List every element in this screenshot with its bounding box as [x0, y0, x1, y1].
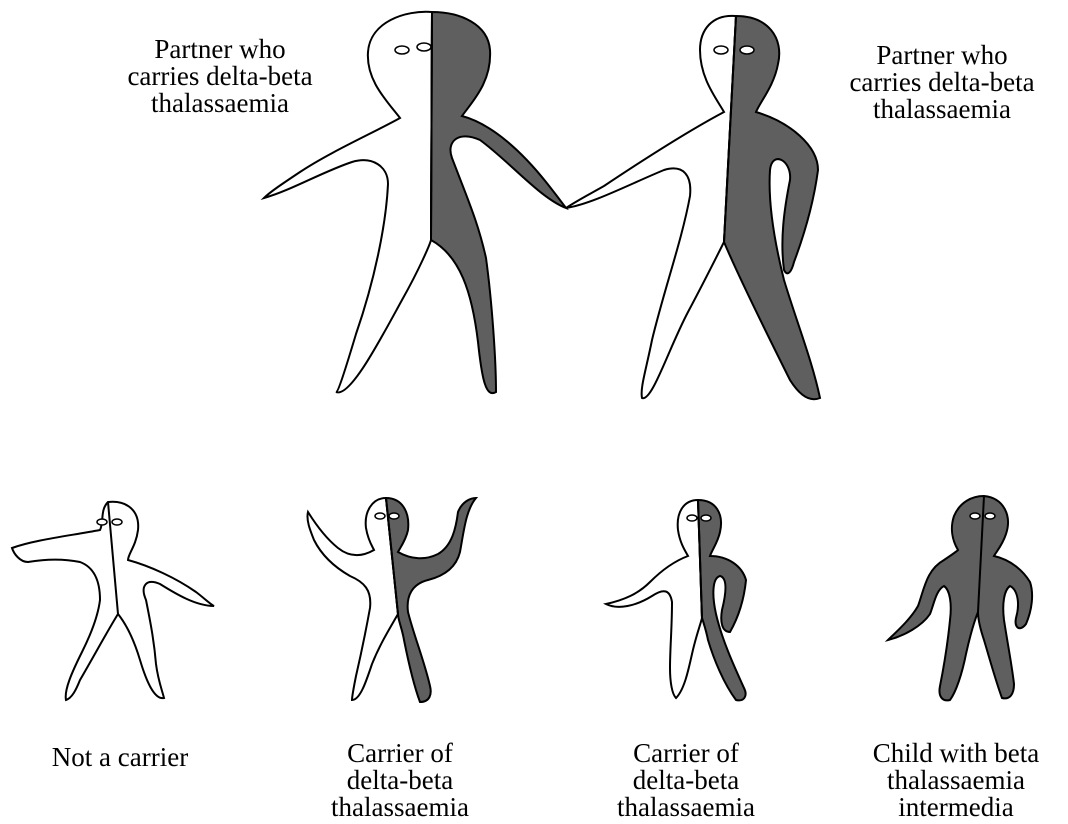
eye-icon — [97, 519, 107, 525]
eye-icon — [740, 46, 754, 54]
eye-icon — [417, 43, 431, 51]
child-figure-carrier-2 — [606, 500, 746, 700]
parent-right-label: Partner who carries delta-beta thalassae… — [822, 42, 1062, 123]
child-figure-affected — [888, 496, 1032, 700]
eye-icon — [970, 513, 980, 519]
eye-icon — [985, 513, 995, 519]
child-figure-not-carrier — [12, 502, 214, 700]
eye-icon — [112, 519, 122, 525]
eye-icon — [389, 513, 399, 519]
parent-figure-right — [566, 16, 820, 399]
eye-icon — [375, 513, 385, 519]
parent-right-shaded-half — [724, 16, 820, 399]
parent-left-shaded-half — [431, 12, 566, 393]
child-label-affected: Child with beta thalassaemia intermedia — [846, 740, 1066, 821]
eye-icon — [701, 515, 711, 521]
child-figure-carrier-1 — [307, 498, 476, 702]
parent-right-white-half — [566, 16, 736, 398]
child-label-carrier-1: Carrier of delta-beta thalassaemia — [300, 740, 500, 821]
eye-icon — [714, 46, 728, 54]
eye-icon — [687, 515, 697, 521]
parent-left-label: Partner who carries delta-beta thalassae… — [100, 36, 340, 117]
child-label-carrier-2: Carrier of delta-beta thalassaemia — [586, 740, 786, 821]
eye-icon — [395, 46, 409, 54]
child-label-not-carrier: Not a carrier — [10, 744, 230, 771]
